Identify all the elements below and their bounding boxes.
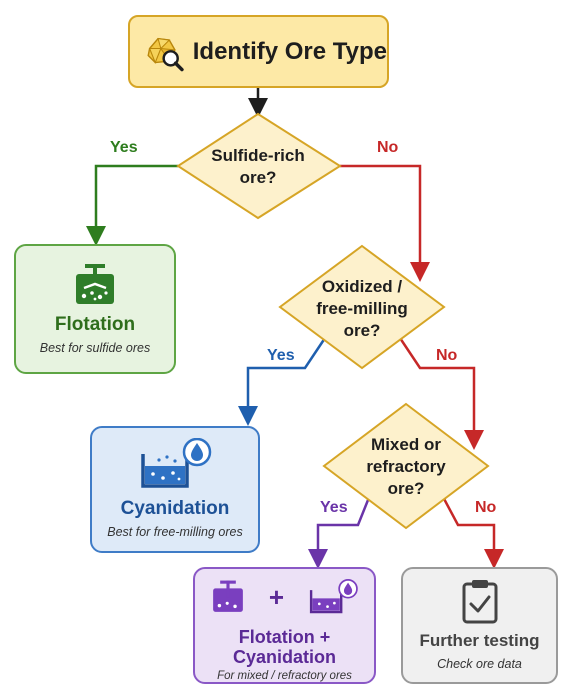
arrow-sulfide-yes (86, 164, 178, 246)
arrow-sulfide-no (340, 164, 430, 282)
start-node: Identify Ore Type (128, 15, 389, 88)
leach-tank-icon (141, 438, 212, 488)
start-title: Identify Ore Type (192, 37, 387, 65)
further-testing-subtitle: Check ore data (437, 657, 522, 671)
mixed-yes-label: Yes (320, 499, 348, 516)
decision-sulfide-text: Sulfide-rich ore? (198, 145, 318, 189)
arrow-oxidized-yes (238, 337, 327, 426)
further-testing-title: Further testing (419, 631, 540, 650)
oxidized-yes-label: Yes (267, 347, 295, 364)
arrow-oxidized-no (398, 337, 484, 450)
outcome-further-testing: Further testing Check ore data (401, 567, 558, 684)
combined-subtitle: For mixed / refractory ores (217, 670, 352, 682)
ore-magnifier-icon (147, 37, 184, 71)
combined-title-line2: Cyanidation (232, 647, 336, 667)
oxidized-no-label: No (436, 347, 458, 364)
decision-mixed-text: Mixed or refractory ore? (344, 434, 468, 500)
combined-title-line1: Flotation + (238, 627, 331, 647)
sulfide-no-label: No (377, 139, 399, 156)
plus-sign: + (268, 581, 285, 612)
decision-mixed-line3: ore? (387, 479, 425, 498)
cyanidation-title: Cyanidation (120, 498, 230, 519)
decision-oxidized-line2: free-milling (316, 299, 408, 318)
mixed-no-label: No (475, 499, 497, 516)
decision-sulfide-diamond (176, 112, 342, 220)
leach-tank-icon (309, 579, 358, 614)
cyanidation-subtitle: Best for free-milling ores (107, 525, 243, 539)
decision-oxidized-text: Oxidized / free-milling ore? (300, 276, 424, 342)
outcome-flotation: Flotation Best for sulfide ores (14, 244, 176, 374)
decision-sulfide-line2: ore? (239, 168, 277, 187)
flotation-cell-icon (213, 580, 243, 612)
flotation-title: Flotation (54, 314, 136, 335)
combined-process-icon: + (195, 577, 374, 617)
clipboard-check-icon (462, 580, 497, 624)
decision-oxidized-diamond (278, 244, 446, 370)
decision-mixed-line1: Mixed or (371, 435, 441, 454)
arrow-mixed-yes (308, 494, 372, 569)
arrow-mixed-no (440, 494, 504, 569)
outcome-flotation-cyanidation: + Flotation + Cyanidation For mixed / re… (193, 567, 376, 684)
decision-oxidized-line3: ore? (343, 321, 381, 340)
sulfide-yes-label: Yes (110, 139, 138, 156)
flotation-cell-icon (76, 264, 114, 304)
flotation-subtitle: Best for sulfide ores (39, 341, 151, 355)
decision-oxidized-line1: Oxidized / (321, 277, 403, 296)
outcome-cyanidation: Cyanidation Best for free-milling ores (90, 426, 260, 553)
decision-sulfide-line1: Sulfide-rich (211, 146, 305, 165)
decision-mixed-line2: refractory (366, 457, 446, 476)
decision-mixed-diamond (322, 402, 490, 530)
